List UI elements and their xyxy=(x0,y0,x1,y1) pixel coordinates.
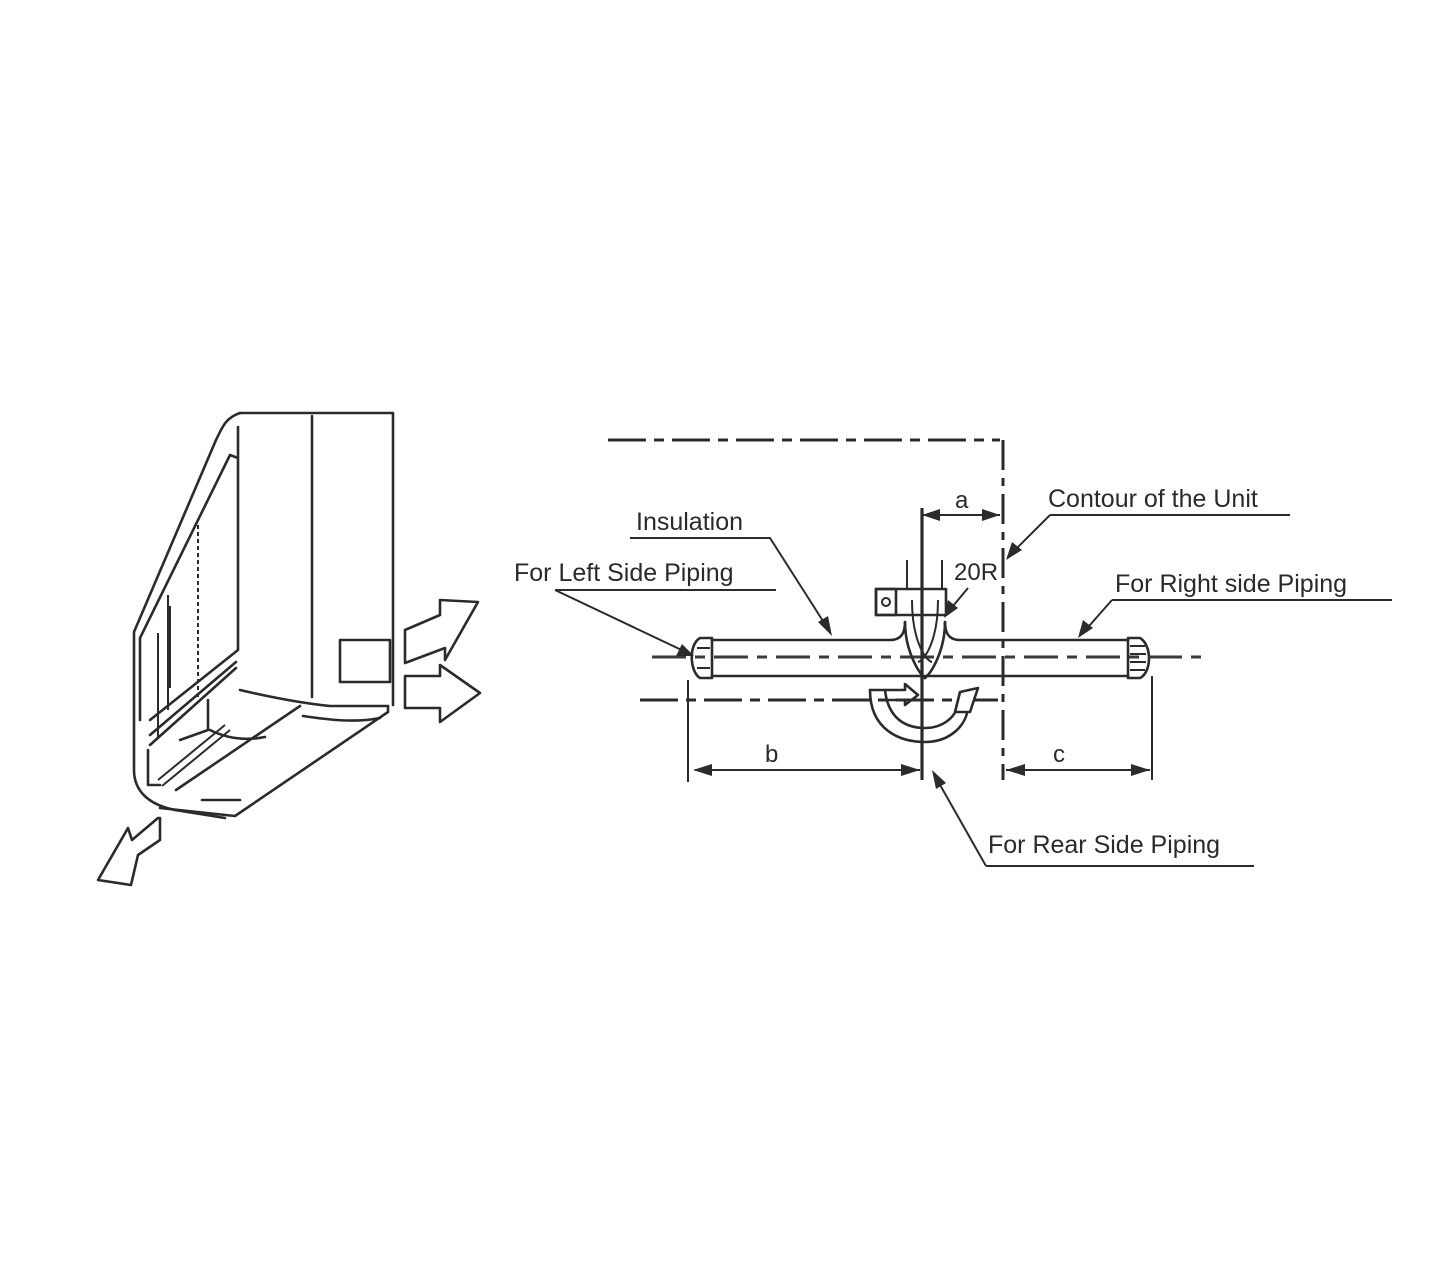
dimension-c-label: c xyxy=(1053,741,1065,768)
insulation-label: Insulation xyxy=(636,508,743,536)
right-upper-arrow-icon xyxy=(403,598,480,665)
indoor-unit-illustration xyxy=(132,411,395,820)
rear-side-piping-label: For Rear Side Piping xyxy=(988,831,1220,859)
dimension-a-label: a xyxy=(955,487,969,514)
bend-radius-label: 20R xyxy=(954,559,998,586)
right-side-piping-label: For Right side Piping xyxy=(1115,570,1347,598)
contour-of-unit-label: Contour of the Unit xyxy=(1048,485,1258,513)
piping-diagram: a b c Insulation For Left Side Piping 20… xyxy=(514,438,1392,867)
left-side-piping-label: For Left Side Piping xyxy=(514,559,734,587)
dimension-b-label: b xyxy=(765,741,778,768)
down-left-arrow-icon xyxy=(96,816,162,887)
right-arrow-icon xyxy=(403,663,482,724)
